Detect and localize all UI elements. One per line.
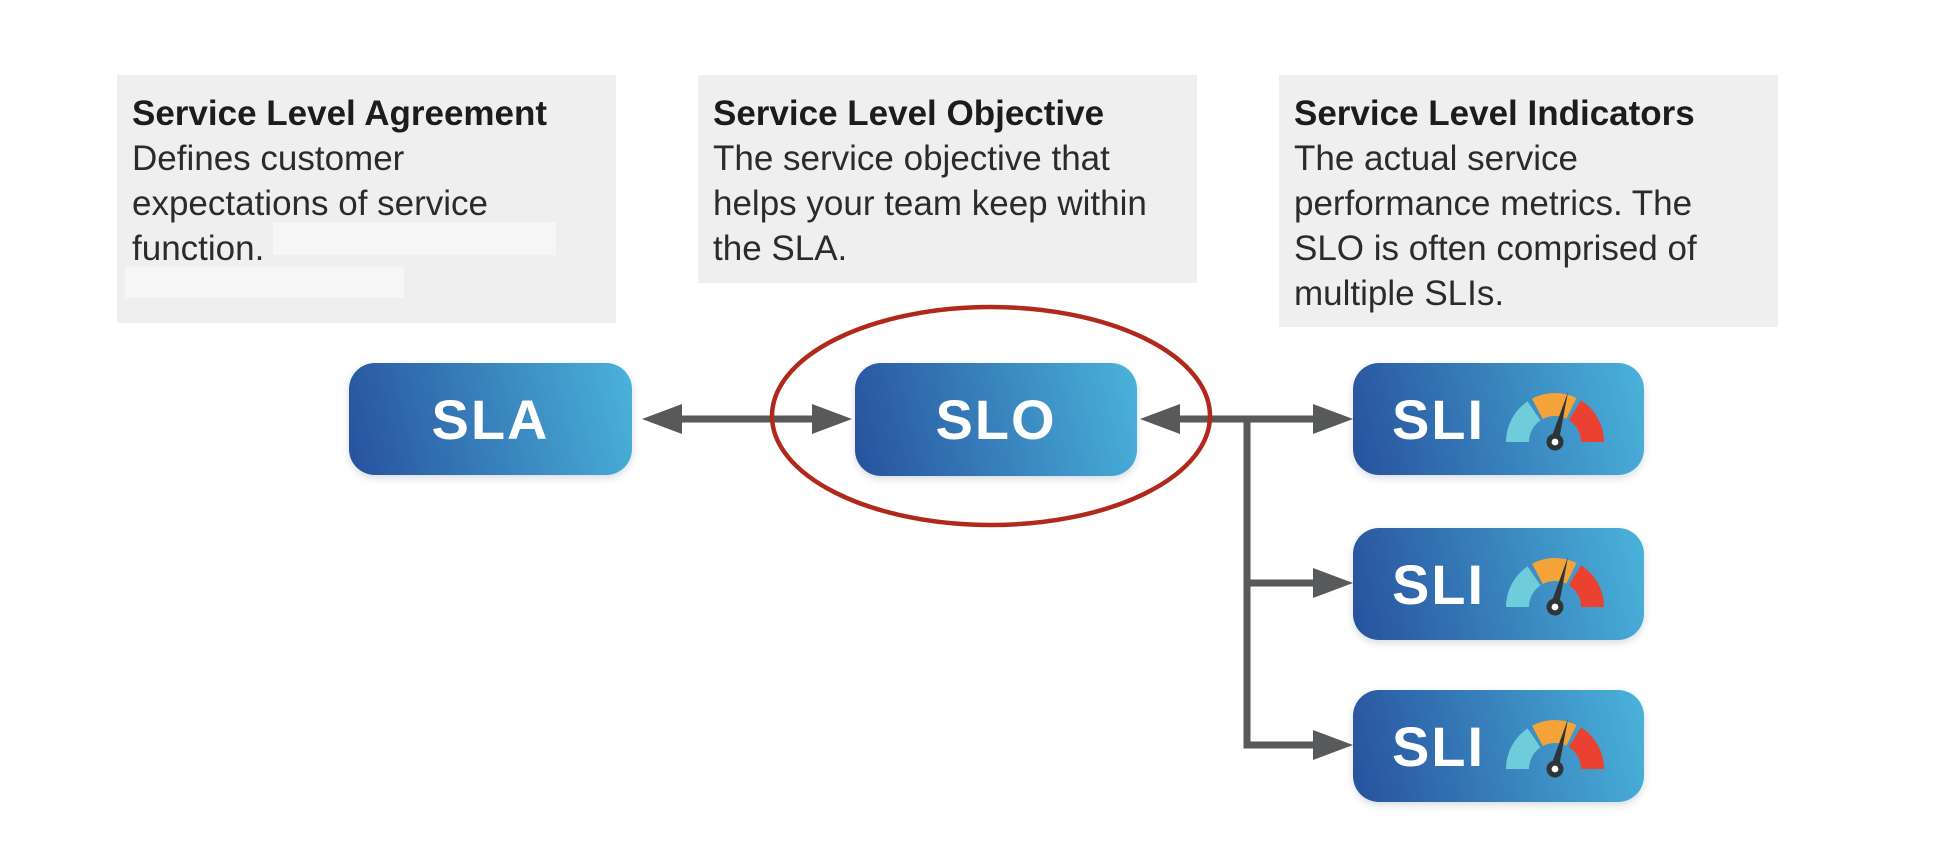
node-sli-label: SLI [1391, 387, 1486, 451]
gauge-needle [1546, 719, 1569, 778]
description-line: performance metrics. The [1294, 184, 1693, 223]
arrowhead-left-into-slo [1140, 404, 1180, 434]
gauge-needle [1546, 557, 1569, 616]
description-line: The service objective that [713, 139, 1110, 178]
gauge-icon [1506, 392, 1605, 451]
description-title-sla: Service Level Agreement [132, 94, 548, 133]
description-line: helps your team keep within [713, 184, 1147, 223]
description-line: the SLA. [713, 229, 848, 268]
connector-trunk-sli3 [1243, 419, 1319, 749]
node-sla-label: SLA [431, 387, 550, 451]
arrowhead-into-sli2 [1313, 568, 1353, 598]
arrowhead-right-into-slo [812, 404, 852, 434]
description-title-sli: Service Level Indicators [1294, 94, 1695, 133]
gauge-arc [1506, 393, 1605, 442]
arrowhead-into-sli3 [1313, 730, 1353, 760]
node-sla: SLA [349, 363, 632, 475]
node-slo: SLO [855, 363, 1137, 476]
node-slo-label: SLO [935, 388, 1057, 451]
description-line: Defines customer [132, 139, 405, 178]
redacted-text-block [125, 267, 404, 298]
node-sli-1: SLI [1353, 363, 1644, 475]
gauge-icon [1506, 557, 1605, 616]
description-line: SLO is often comprised of [1294, 229, 1697, 268]
description-line: function. [132, 229, 265, 268]
description-line: expectations of service [132, 184, 489, 223]
arrowhead-left-into-sla [642, 404, 682, 434]
description-box-sli: Service Level Indicators The actual serv… [1279, 75, 1778, 327]
node-sli-2: SLI [1353, 528, 1644, 640]
description-line: The actual service [1294, 139, 1579, 178]
gauge-icon [1506, 719, 1605, 778]
gauge-needle [1546, 392, 1569, 451]
redacted-text-block [273, 222, 556, 255]
arrowhead-into-sli1 [1313, 404, 1353, 434]
node-sli-label: SLI [1391, 714, 1486, 778]
node-sli-label: SLI [1391, 552, 1486, 616]
description-box-slo: Service Level Objective The service obje… [698, 75, 1197, 283]
description-line: multiple SLIs. [1294, 274, 1505, 313]
description-box-sla: Service Level Agreement Defines customer… [117, 75, 616, 323]
description-title-slo: Service Level Objective [713, 94, 1105, 133]
node-sli-3: SLI [1353, 690, 1644, 802]
